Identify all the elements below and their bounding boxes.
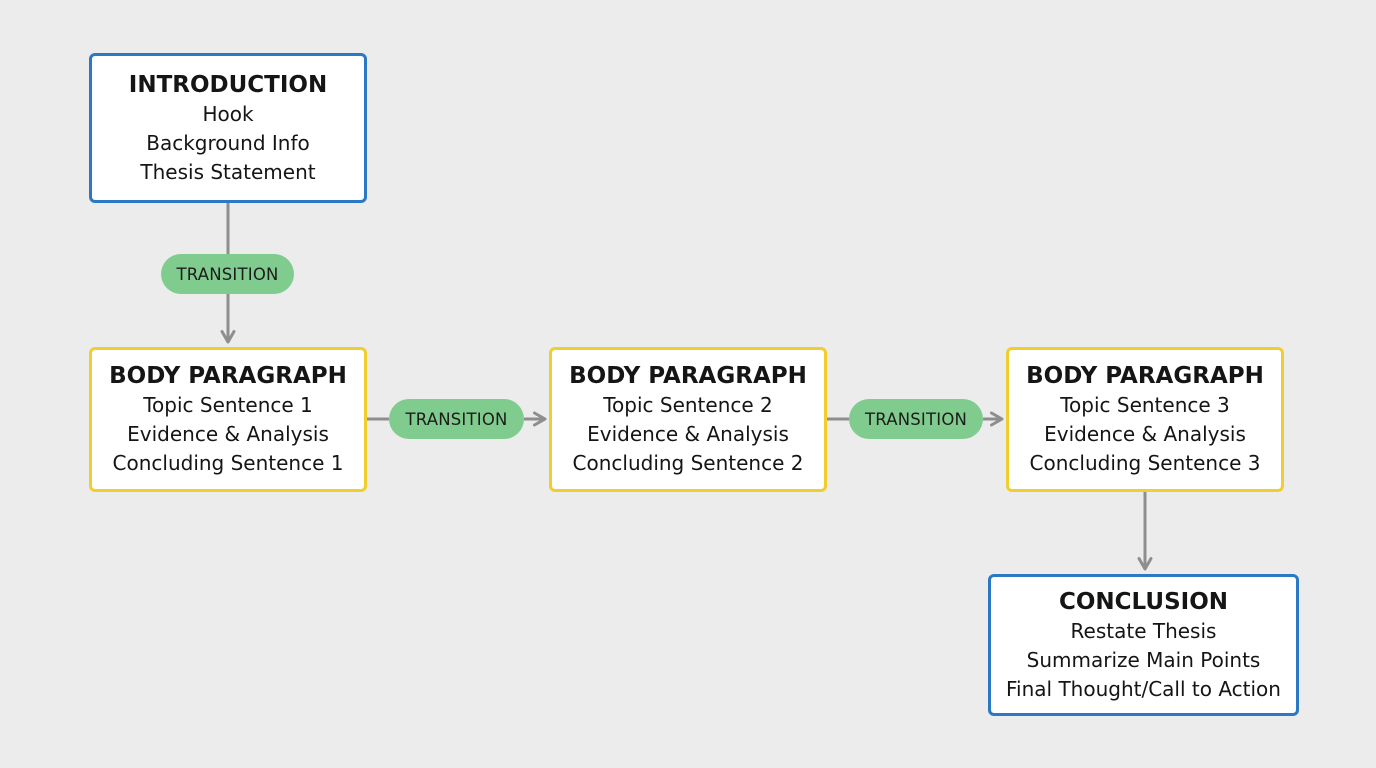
body-paragraph-2-title: BODY PARAGRAPH <box>569 363 807 389</box>
transition-pill-1: TRANSITION <box>161 254 294 294</box>
introduction-line-thesis: Thesis Statement <box>140 159 316 184</box>
body-paragraph-3-title: BODY PARAGRAPH <box>1026 363 1264 389</box>
introduction-title: INTRODUCTION <box>128 71 328 98</box>
transition-pill-2: TRANSITION <box>389 399 524 439</box>
body-paragraph-3-topic: Topic Sentence 3 <box>1060 393 1230 417</box>
body-paragraph-2-concluding: Concluding Sentence 2 <box>572 451 804 475</box>
body-paragraph-3-concluding: Concluding Sentence 3 <box>1029 451 1261 475</box>
conclusion-line-restate: Restate Thesis <box>1070 618 1217 643</box>
introduction-line-background: Background Info <box>146 130 310 155</box>
body-paragraph-1-evidence: Evidence & Analysis <box>127 422 329 446</box>
transition-pill-3: TRANSITION <box>849 399 983 439</box>
body-paragraph-box-3: BODY PARAGRAPH Topic Sentence 3 Evidence… <box>1006 347 1284 492</box>
body-paragraph-1-title: BODY PARAGRAPH <box>109 363 347 389</box>
body-paragraph-3-evidence: Evidence & Analysis <box>1044 422 1246 446</box>
introduction-line-hook: Hook <box>202 101 254 126</box>
conclusion-line-summarize: Summarize Main Points <box>1026 647 1261 672</box>
body-paragraph-box-2: BODY PARAGRAPH Topic Sentence 2 Evidence… <box>549 347 827 492</box>
introduction-box: INTRODUCTION Hook Background Info Thesis… <box>89 53 367 203</box>
body-paragraph-2-topic: Topic Sentence 2 <box>603 393 773 417</box>
conclusion-box: CONCLUSION Restate Thesis Summarize Main… <box>988 574 1299 716</box>
body-paragraph-1-topic: Topic Sentence 1 <box>143 393 313 417</box>
conclusion-title: CONCLUSION <box>1059 588 1228 615</box>
body-paragraph-1-concluding: Concluding Sentence 1 <box>112 451 344 475</box>
body-paragraph-box-1: BODY PARAGRAPH Topic Sentence 1 Evidence… <box>89 347 367 492</box>
conclusion-line-final-thought: Final Thought/Call to Action <box>1006 676 1281 701</box>
body-paragraph-2-evidence: Evidence & Analysis <box>587 422 789 446</box>
